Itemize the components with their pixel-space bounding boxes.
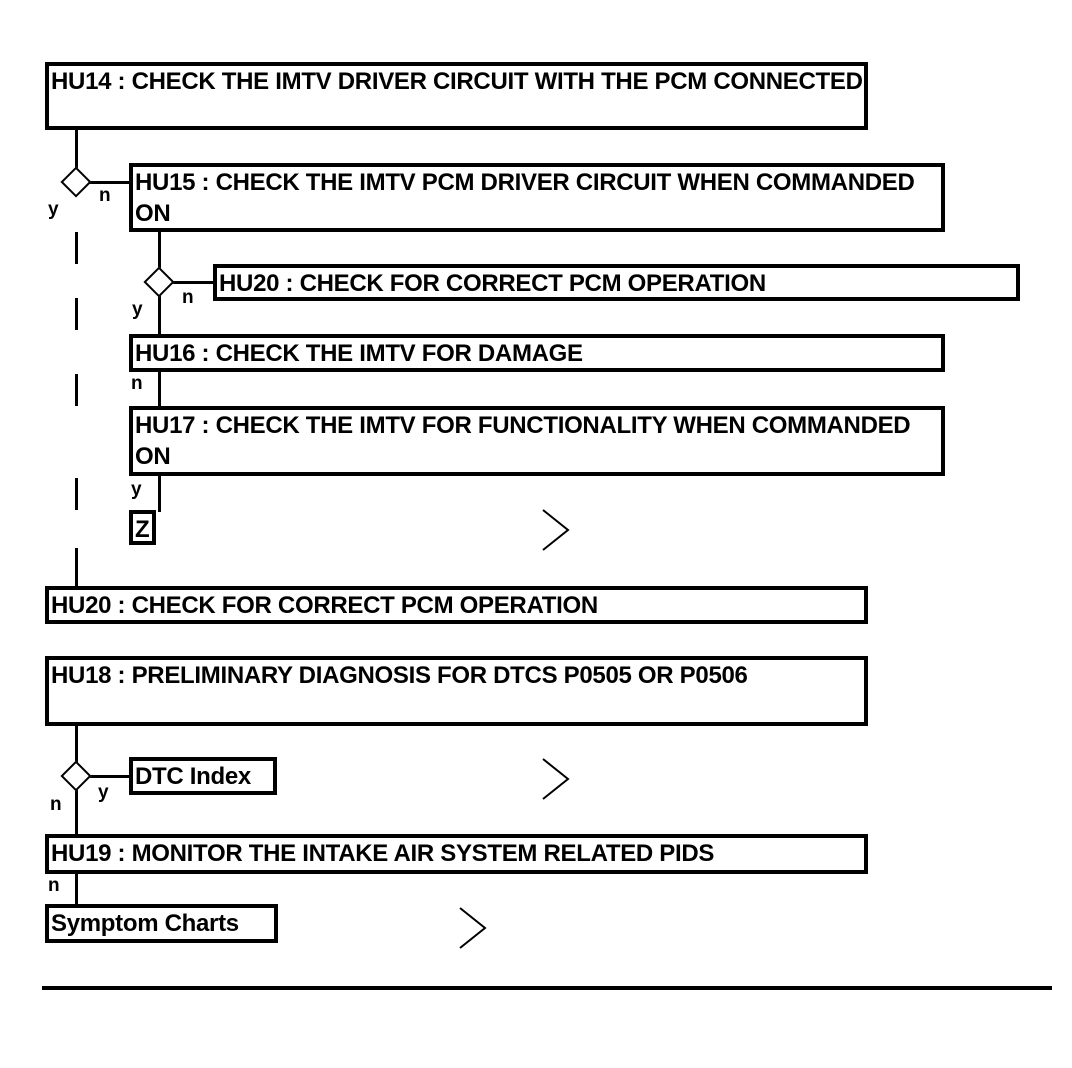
connector-line <box>75 478 78 510</box>
diamond-icon <box>60 760 92 792</box>
step-hu18[interactable]: HU18 : PRELIMINARY DIAGNOSIS FOR DTCS P0… <box>45 656 868 726</box>
connector-line <box>86 181 132 184</box>
step-hu19[interactable]: HU19 : MONITOR THE INTAKE AIR SYSTEM REL… <box>45 834 868 874</box>
branch-label-yes: y <box>132 299 143 320</box>
branch-label-yes: y <box>48 199 59 220</box>
connector-line <box>75 128 78 170</box>
connector-line <box>75 298 78 330</box>
connector-line <box>158 230 161 270</box>
connector-line <box>75 548 78 588</box>
step-hu19-label: HU19 : MONITOR THE INTAKE AIR SYSTEM REL… <box>51 840 715 867</box>
symptom-charts-label: Symptom Charts <box>51 910 239 937</box>
step-hu20-outer[interactable]: HU20 : CHECK FOR CORRECT PCM OPERATION <box>45 586 868 624</box>
branch-label-no: n <box>182 287 194 308</box>
chevron-right-icon[interactable] <box>457 906 487 950</box>
branch-label-no: n <box>50 794 62 815</box>
connector-line <box>75 790 78 836</box>
step-hu20-inner-label: HU20 : CHECK FOR CORRECT PCM OPERATION <box>219 270 766 297</box>
connector-line <box>158 474 161 512</box>
chevron-right-icon[interactable] <box>540 757 570 801</box>
connector-line <box>86 775 132 778</box>
step-hu16-label: HU16 : CHECK THE IMTV FOR DAMAGE <box>135 340 583 367</box>
connector-line <box>158 294 161 336</box>
step-hu16[interactable]: HU16 : CHECK THE IMTV FOR DAMAGE <box>129 334 945 372</box>
connector-line <box>75 374 78 406</box>
divider <box>42 986 1052 990</box>
step-hu17[interactable]: HU17 : CHECK THE IMTV FOR FUNCTIONALITY … <box>129 406 945 476</box>
connector-line <box>75 872 78 908</box>
chevron-right-icon[interactable] <box>540 508 570 552</box>
step-z[interactable]: Z <box>129 510 156 545</box>
connector-line <box>75 232 78 264</box>
symptom-charts-link[interactable]: Symptom Charts <box>45 904 278 943</box>
step-z-label: Z <box>135 516 150 543</box>
diamond-icon <box>60 166 92 198</box>
branch-label-no: n <box>99 185 111 206</box>
diamond-icon <box>143 266 175 298</box>
branch-label-no: n <box>48 875 60 896</box>
connector-line <box>75 724 78 766</box>
branch-label-yes: y <box>98 782 109 803</box>
step-hu18-label: HU18 : PRELIMINARY DIAGNOSIS FOR DTCS P0… <box>51 662 748 689</box>
step-hu14-label: HU14 : CHECK THE IMTV DRIVER CIRCUIT WIT… <box>51 68 863 95</box>
step-hu17-label: HU17 : CHECK THE IMTV FOR FUNCTIONALITY … <box>135 412 911 470</box>
step-hu14[interactable]: HU14 : CHECK THE IMTV DRIVER CIRCUIT WIT… <box>45 62 868 130</box>
branch-label-yes: y <box>131 479 142 500</box>
dtc-index-label: DTC Index <box>135 763 251 790</box>
dtc-index-link[interactable]: DTC Index <box>129 757 277 795</box>
step-hu15-label: HU15 : CHECK THE IMTV PCM DRIVER CIRCUIT… <box>135 169 915 227</box>
step-hu20-inner[interactable]: HU20 : CHECK FOR CORRECT PCM OPERATION <box>213 264 1020 301</box>
branch-label-no: n <box>131 373 143 394</box>
step-hu20-outer-label: HU20 : CHECK FOR CORRECT PCM OPERATION <box>51 592 598 619</box>
connector-line <box>169 281 217 284</box>
connector-line <box>158 370 161 408</box>
step-hu15[interactable]: HU15 : CHECK THE IMTV PCM DRIVER CIRCUIT… <box>129 163 945 232</box>
